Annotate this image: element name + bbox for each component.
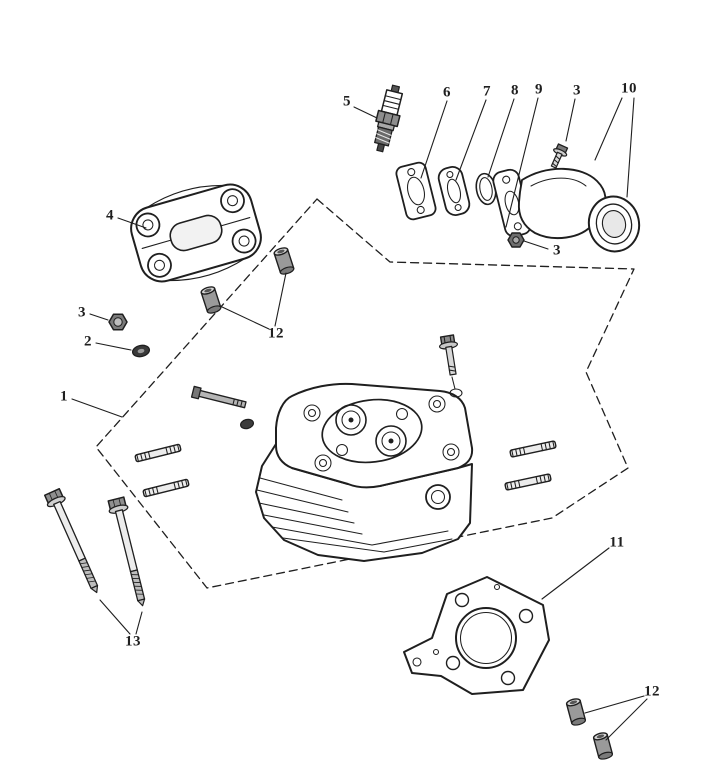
dowel-pin-drawing: [565, 696, 587, 728]
leader-line: [71, 398, 123, 418]
dowel-pin-drawing: [272, 245, 296, 277]
leader-line: [541, 547, 610, 600]
intake-gasket-drawing: [395, 161, 437, 221]
leader-line: [487, 98, 515, 178]
callout-12: 12: [644, 683, 660, 700]
callout-3: 3: [553, 242, 561, 259]
cylinder-head-drawing: [255, 376, 474, 562]
stud-washer-drawing: [239, 418, 255, 430]
callout-12: 12: [268, 325, 284, 342]
stud-bolt-drawing: [141, 478, 191, 498]
leader-line: [95, 342, 132, 351]
callout-3: 3: [78, 304, 86, 321]
leader-line: [353, 106, 378, 119]
leader-line: [420, 100, 448, 179]
valve-stud-drawing: [190, 385, 247, 409]
callout-10: 10: [621, 80, 637, 97]
callout-5: 5: [343, 93, 351, 110]
leader-line: [99, 599, 131, 635]
leader-line: [565, 98, 576, 142]
leader-line: [505, 97, 539, 228]
long-bolt-drawing: [105, 495, 153, 609]
leader-line: [274, 272, 287, 327]
callout-1: 1: [60, 388, 68, 405]
insulator-gasket-drawing: [437, 166, 471, 216]
washer-drawing: [131, 344, 151, 358]
long-bolt-drawing: [42, 487, 107, 598]
intake-pipe-drawing: [492, 167, 641, 253]
leader-line: [89, 313, 109, 321]
spark-plug-drawing: [374, 84, 404, 153]
nut-drawing: [108, 313, 128, 331]
leader-line: [135, 611, 143, 635]
callout-9: 9: [535, 81, 543, 98]
callout-7: 7: [483, 83, 491, 100]
leader-lines-layer: [71, 97, 648, 741]
flange-nut-drawing: [507, 232, 525, 248]
callout-8: 8: [511, 82, 519, 99]
stud-bolt-drawing: [133, 443, 183, 463]
stud-bolt-drawing: [508, 439, 558, 459]
stud-bolt-drawing: [503, 472, 553, 492]
leader-line: [626, 97, 635, 198]
callout-2: 2: [84, 333, 92, 350]
callout-6: 6: [443, 84, 451, 101]
assembly-boundary-dashed: [95, 198, 635, 589]
pipe-bolt-drawing: [546, 142, 571, 171]
leader-line: [455, 99, 487, 181]
leader-line: [117, 217, 147, 229]
dowel-pin-drawing: [199, 284, 223, 316]
head-bolt-drawing: [438, 334, 458, 376]
leader-line: [605, 698, 648, 741]
rocker-arm-holder-drawing: [130, 183, 262, 283]
head-gasket-drawing: [403, 576, 550, 695]
callout-3: 3: [573, 82, 581, 99]
callout-11: 11: [609, 534, 625, 551]
callout-4: 4: [106, 207, 114, 224]
leader-line: [594, 97, 623, 161]
leader-line: [219, 305, 270, 330]
leader-line: [584, 695, 645, 714]
leader-line: [523, 240, 549, 250]
callout-13: 13: [125, 633, 141, 650]
